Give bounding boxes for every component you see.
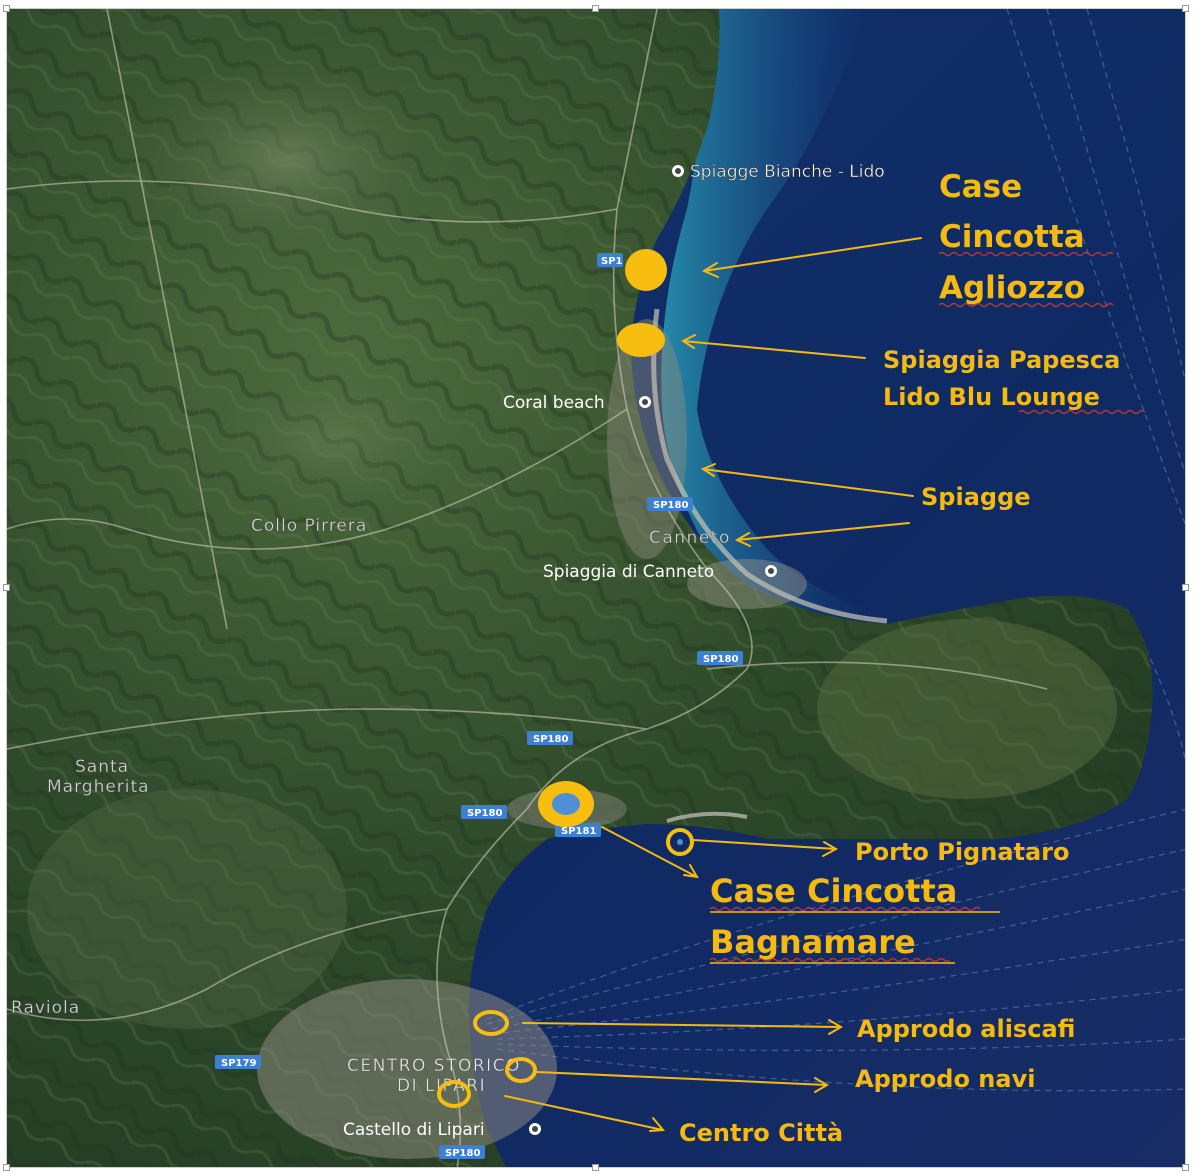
resize-handle-bottom-right[interactable] (1182, 1164, 1189, 1171)
poi-castello[interactable]: Castello di Lipari (343, 1120, 541, 1140)
annotation-porto-pignataro: Porto Pignataro (855, 838, 1070, 866)
svg-text:SP1: SP1 (601, 256, 623, 267)
svg-text:SP180: SP180 (703, 654, 738, 665)
poi-spiagge-bianche[interactable]: Spiagge Bianche - Lido (672, 162, 885, 182)
poi-coral-beach[interactable]: Coral beach (503, 393, 651, 413)
marker-case-agliozzo[interactable] (625, 249, 667, 291)
annotation-approdo-navi: Approdo navi (855, 1065, 1035, 1093)
annotation-spiagge: Spiagge (921, 483, 1031, 511)
annotation-case-line2: Cincotta (939, 219, 1085, 255)
place-label-raviola: Raviola (11, 998, 80, 1018)
place-label-spiaggia-canneto: Spiaggia di Canneto (543, 562, 714, 582)
road-shield: SP180 (647, 497, 693, 511)
annotation-papesca-line1: Spiaggia Papesca (883, 346, 1120, 374)
annotation-papesca-line2: Lido Blu Lounge (883, 383, 1100, 411)
marker-porto-pignataro[interactable] (666, 828, 694, 856)
road-shield: SP180 (439, 1145, 485, 1159)
annotation-case-line1: Case (939, 169, 1022, 205)
svg-text:SP181: SP181 (561, 826, 596, 837)
svg-text:SP179: SP179 (221, 1058, 256, 1069)
satellite-map[interactable]: Spiagge Bianche - Lido Coral beach Collo… (7, 9, 1186, 1168)
place-label-margherita: Margherita (47, 777, 150, 797)
road-shield: SP180 (461, 805, 507, 819)
resize-handle-bottom-center[interactable] (592, 1164, 599, 1171)
place-label-collo-pirrera: Collo Pirrera (251, 516, 367, 536)
marker-approdo-navi[interactable] (505, 1057, 537, 1083)
road-shield: SP180 (527, 731, 573, 745)
place-label-centro-storico: CENTRO STORICO (347, 1056, 521, 1076)
marker-centro-citta[interactable] (437, 1080, 471, 1108)
place-label-canneto: Canneto (649, 528, 731, 548)
annotation-bagnamare-line2: Bagnamare (710, 923, 916, 961)
marker-case-bagnamare[interactable] (538, 781, 594, 827)
annotation-centro-citta: Centro Città (679, 1119, 843, 1147)
poi-spiaggia-canneto[interactable]: Spiaggia di Canneto (543, 562, 777, 582)
place-label-coral-beach: Coral beach (503, 393, 605, 413)
map-frame: Spiagge Bianche - Lido Coral beach Collo… (6, 8, 1186, 1168)
marker-spiaggia-papesca[interactable] (617, 323, 665, 357)
svg-text:SP180: SP180 (653, 500, 688, 511)
svg-text:SP180: SP180 (533, 734, 568, 745)
annotation-bagnamare-line1: Case Cincotta (710, 872, 957, 910)
place-label-castello: Castello di Lipari (343, 1120, 485, 1140)
road-shield: SP1 (597, 253, 623, 267)
resize-handle-top-right[interactable] (1182, 5, 1189, 12)
svg-text:SP180: SP180 (445, 1148, 480, 1159)
annotation-approdo-aliscafi: Approdo aliscafi (857, 1015, 1075, 1043)
resize-handle-middle-left[interactable] (3, 584, 10, 591)
resize-handle-bottom-left[interactable] (3, 1164, 10, 1171)
annotation-arrows (504, 237, 922, 1132)
road-shield: SP180 (697, 651, 743, 665)
resize-handle-top-left[interactable] (3, 5, 10, 12)
place-label-santa: Santa (75, 757, 129, 777)
resize-handle-top-center[interactable] (592, 5, 599, 12)
annotation-case-line3: Agliozzo (939, 270, 1085, 306)
place-label-spiagge-bianche: Spiagge Bianche - Lido (690, 162, 885, 182)
road-shield: SP179 (215, 1055, 261, 1069)
roads (7, 9, 1048, 1167)
marker-approdo-aliscafi[interactable] (473, 1010, 509, 1036)
resize-handle-middle-right[interactable] (1182, 584, 1189, 591)
svg-text:SP180: SP180 (467, 808, 502, 819)
